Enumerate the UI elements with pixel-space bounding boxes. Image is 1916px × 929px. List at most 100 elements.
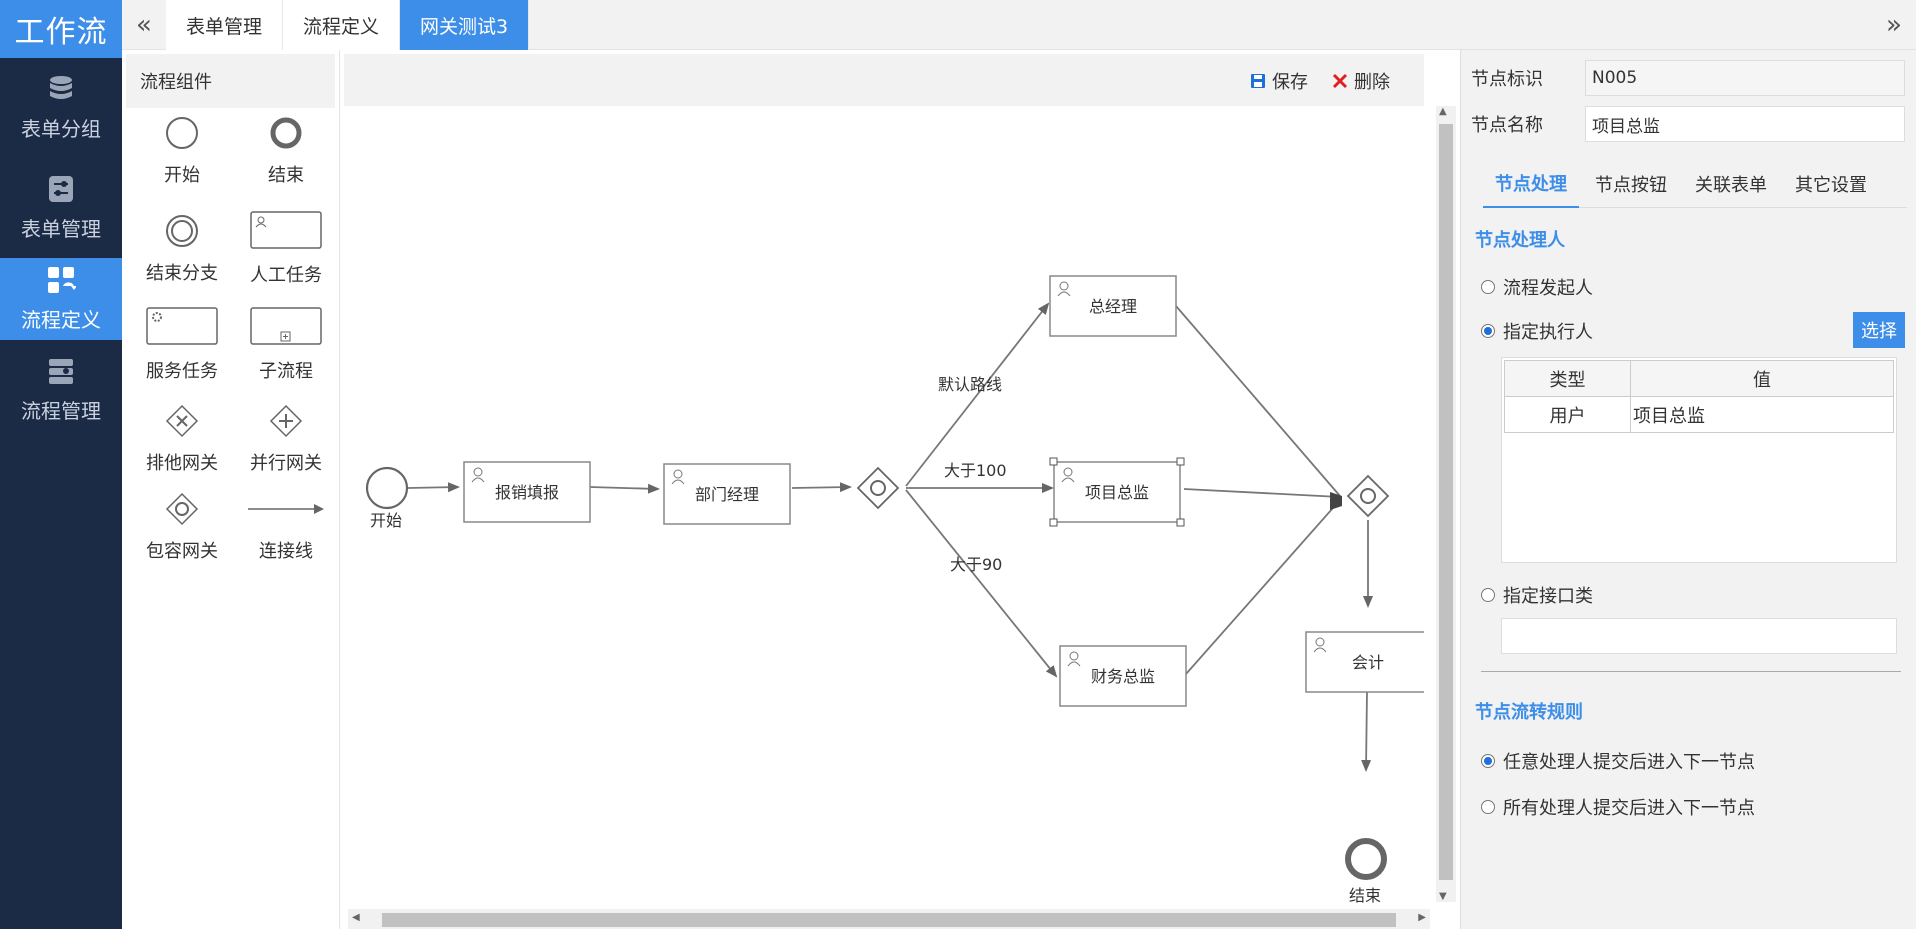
task-dept-manager[interactable] (663, 463, 791, 525)
end-event[interactable] (1345, 838, 1387, 880)
palette-item-label: 开始 (164, 165, 200, 186)
palette-item-subprocess[interactable]: 子流程 (234, 306, 338, 383)
sliders-icon (49, 175, 73, 202)
palette-item-parallel-gateway[interactable]: 并行网关 (234, 404, 338, 475)
radio-button[interactable] (1481, 324, 1495, 338)
scrollbar-thumb[interactable] (1439, 124, 1453, 880)
flow-finance-join[interactable] (1185, 499, 1341, 675)
property-tabs: 节点处理 节点按钮 关联表单 其它设置 (1483, 160, 1907, 208)
save-label: 保存 (1272, 72, 1308, 93)
flow-fill-dept[interactable] (589, 483, 660, 494)
palette-item-connector[interactable]: 连接线 (234, 492, 338, 563)
tab-node-buttons[interactable]: 节点按钮 (1595, 175, 1667, 196)
scroll-down-icon[interactable]: ▼ (1439, 891, 1447, 902)
flow-start-fill[interactable] (407, 482, 460, 493)
radio-initiator[interactable]: 流程发起人 (1481, 274, 1593, 300)
flow-define-icon (48, 266, 76, 293)
radio-button[interactable] (1481, 800, 1495, 814)
radio-label: 指定接口类 (1503, 586, 1593, 607)
inclusive-gateway-join[interactable] (1346, 474, 1390, 518)
flow-project-join[interactable] (1183, 488, 1341, 498)
task-project-director[interactable] (1049, 457, 1185, 527)
brand-logo: 工作流 (0, 0, 122, 58)
canvas-vertical-scrollbar[interactable]: ▲ ▼ (1436, 106, 1456, 902)
tab-linked-form[interactable]: 关联表单 (1695, 175, 1767, 196)
palette-item-user-task[interactable]: 人工任务 (234, 210, 338, 287)
flow-gm-join[interactable] (1175, 305, 1341, 497)
flow-manage-icon (49, 358, 73, 384)
start-event-label: 开始 (370, 511, 402, 530)
parallel-gateway-icon (269, 404, 303, 438)
task-label: 项目总监 (1085, 483, 1149, 502)
task-accountant[interactable] (1305, 631, 1424, 693)
tab-other-settings[interactable]: 其它设置 (1795, 175, 1867, 196)
exclusive-gateway-icon (165, 404, 199, 438)
canvas-horizontal-scrollbar[interactable]: ◀ ▶ (348, 909, 1430, 929)
radio-interface[interactable]: 指定接口类 (1481, 582, 1593, 608)
tab-bar: « 表单管理 流程定义 网关测试3 » (122, 0, 1916, 50)
flow-label-gt100[interactable]: 大于100 (944, 461, 1007, 480)
nav-item-flow-define[interactable]: 流程定义 (0, 258, 122, 340)
user-task-icon (250, 211, 322, 249)
scroll-up-icon[interactable]: ▲ (1439, 106, 1447, 117)
radio-rule-any[interactable]: 任意处理人提交后进入下一节点 (1481, 748, 1755, 774)
scroll-tabs-right-icon[interactable]: » (1886, 10, 1902, 40)
radio-button[interactable] (1481, 754, 1495, 768)
palette-item-end[interactable]: 结束 (234, 116, 338, 187)
nav-item-form-manage[interactable]: 表单管理 (0, 158, 122, 258)
palette-item-inclusive-gateway[interactable]: 包容网关 (130, 492, 234, 563)
nav-item-form-groups[interactable]: 表单分组 (0, 58, 122, 158)
nav-label: 表单管理 (21, 216, 101, 241)
scroll-tabs-left-icon[interactable]: « (136, 10, 152, 40)
task-label: 部门经理 (695, 485, 759, 504)
inclusive-gateway-split[interactable] (856, 466, 900, 510)
palette-item-start[interactable]: 开始 (130, 116, 234, 187)
table-row[interactable]: 用户 项目总监 (1504, 396, 1894, 433)
end-branch-icon (166, 215, 198, 247)
save-button[interactable]: 保存 (1250, 68, 1308, 94)
task-finance-director[interactable] (1059, 645, 1187, 707)
radio-button[interactable] (1481, 588, 1495, 602)
tab-form-manage[interactable]: 表单管理 (166, 0, 284, 50)
palette-item-end-branch[interactable]: 结束分支 (130, 214, 234, 285)
nav-label: 流程管理 (21, 398, 101, 423)
tab-flow-define[interactable]: 流程定义 (283, 0, 401, 50)
radio-button[interactable] (1481, 280, 1495, 294)
handler-table: 类型 值 用户 项目总监 (1504, 360, 1894, 433)
interface-class-input[interactable] (1501, 618, 1897, 654)
radio-rule-all[interactable]: 所有处理人提交后进入下一节点 (1481, 794, 1755, 820)
delete-button[interactable]: 删除 (1332, 68, 1390, 94)
choose-button[interactable]: 选择 (1853, 312, 1905, 348)
scroll-right-icon[interactable]: ▶ (1418, 912, 1426, 923)
palette-item-exclusive-gateway[interactable]: 排他网关 (130, 404, 234, 475)
palette-item-label: 结束分支 (146, 263, 218, 284)
flow-label-gt90[interactable]: 大于90 (950, 555, 1002, 574)
floppy-disk-icon (1251, 74, 1265, 88)
flow-gateway-finance[interactable] (905, 489, 1058, 678)
radio-assigned[interactable]: 指定执行人 (1481, 318, 1593, 344)
nav-item-flow-manage[interactable]: 流程管理 (0, 340, 122, 440)
node-name-input[interactable] (1585, 106, 1905, 142)
tab-node-processing[interactable]: 节点处理 (1483, 160, 1579, 208)
cell-type: 用户 (1504, 396, 1631, 433)
flow-label-default-route[interactable]: 默认路线 (938, 375, 1002, 394)
task-label: 总经理 (1089, 297, 1137, 316)
task-general-manager[interactable] (1049, 275, 1177, 337)
component-palette: 流程组件 开始 结束 结束分支 人工任务 服务任务 子流程 排他网关 并行网关 … (122, 50, 340, 929)
task-fill-report[interactable] (463, 461, 591, 523)
tab-list: 表单管理 流程定义 网关测试3 (166, 0, 530, 50)
flow-accountant-end[interactable] (1361, 691, 1372, 772)
tab-gateway-test3[interactable]: 网关测试3 (400, 0, 530, 50)
palette-item-label: 结束 (268, 165, 304, 186)
start-event[interactable] (365, 466, 409, 510)
node-id-input[interactable] (1585, 60, 1905, 96)
database-icon (50, 75, 72, 99)
scroll-left-icon[interactable]: ◀ (352, 912, 360, 923)
palette-item-service-task[interactable]: 服务任务 (130, 306, 234, 383)
scrollbar-thumb[interactable] (382, 913, 1396, 927)
canvas-toolbar: 保存 删除 (344, 54, 1424, 106)
flow-dept-gateway[interactable] (791, 482, 852, 493)
palette-item-label: 连接线 (259, 541, 313, 562)
flow-gateway-gm[interactable] (905, 302, 1050, 487)
flow-canvas[interactable]: 默认路线 大于100 大于90 开始 报销填报 部门经理 总经理 (344, 106, 1424, 929)
